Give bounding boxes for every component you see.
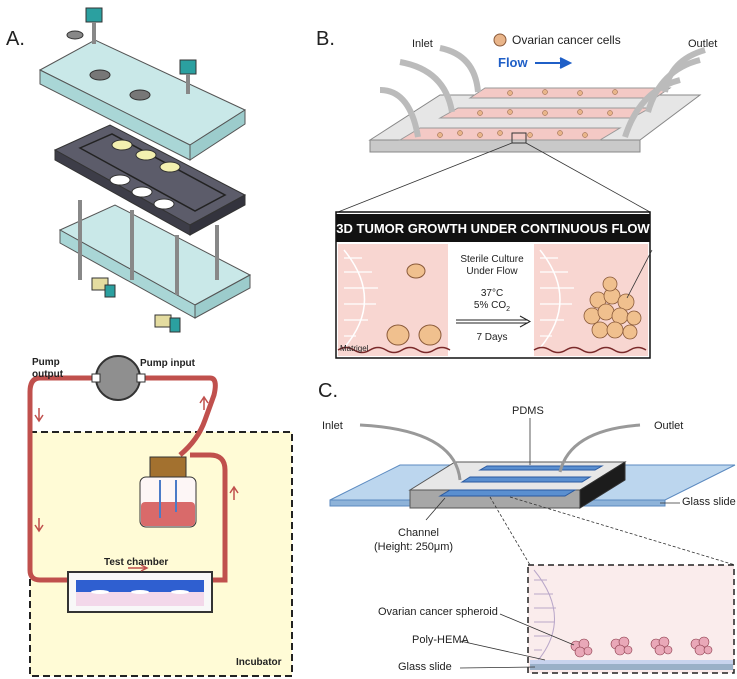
pump-output-label: Pump output: [32, 357, 64, 380]
well: [109, 174, 131, 186]
pdms-label: PDMS: [512, 405, 544, 417]
cancer-cell-icon: [406, 263, 426, 279]
temperature-label: 37°C: [480, 288, 504, 299]
flow-arrow-icon: [128, 564, 149, 572]
flow-label: Flow: [498, 55, 528, 70]
polyhema-label: Poly-HEMA: [412, 634, 469, 646]
channel: [438, 489, 577, 497]
pump-input-label: Pump input: [140, 358, 195, 369]
outlet-tube: [662, 47, 706, 93]
inlet-label: Inlet: [322, 420, 343, 432]
well: [135, 149, 157, 161]
days-label: 7 Days: [476, 332, 508, 343]
co2-label: 5% CO2: [456, 300, 528, 313]
incubator-label: Incubator: [236, 657, 282, 668]
clamp-knob-icon: [154, 314, 172, 328]
reservoir-cap: [149, 456, 187, 478]
glass-slide-layer: [530, 664, 733, 670]
pump-icon: [95, 355, 141, 401]
pdms-device-diagram: [329, 418, 736, 674]
channel: [478, 465, 604, 471]
culture-line-1: Sterile Culture: [460, 254, 524, 265]
process-arrow-icon: [456, 315, 532, 328]
channel-height-label: (Height: 250μm): [374, 541, 454, 553]
panel-c-label: C.: [318, 380, 338, 402]
well: [131, 186, 153, 198]
inset-banner: 3D TUMOR GROWTH UNDER CONTINUOUS FLOW: [336, 214, 650, 242]
inlet-tube: [439, 45, 481, 93]
wing-nut-icon: [89, 69, 111, 81]
channel: [468, 87, 672, 99]
cancer-cell-icon: [493, 33, 507, 47]
test-chamber-label: Test chamber: [104, 557, 169, 568]
channel: [460, 476, 592, 483]
inlet-tube: [399, 59, 455, 113]
inlet-label: Inlet: [412, 38, 433, 50]
inlet-tube: [379, 87, 421, 138]
cancer-cell-icon: [418, 324, 442, 346]
well: [111, 139, 133, 151]
flow-circuit-diagram: [27, 355, 293, 677]
glass-slide-label: Glass slide: [682, 496, 736, 508]
spheroid: [570, 636, 713, 658]
outlet-tube: [558, 423, 641, 473]
matrigel-label: Matrigel: [340, 344, 369, 353]
inlet-tube: [359, 423, 462, 481]
matrigel-layer: [337, 346, 451, 354]
glass-slide-bottom-label: Glass slide: [398, 661, 452, 673]
flow-arrow-icon: [34, 408, 44, 423]
well: [159, 161, 181, 173]
wing-nut-icon: [129, 89, 151, 101]
channel-inset: [527, 564, 735, 674]
clamp-knob-icon: [179, 59, 197, 75]
channel: [398, 127, 622, 141]
co2-subscript: 2: [506, 306, 511, 313]
well: [153, 198, 175, 210]
clamp-knob-icon: [91, 277, 109, 291]
cancer-cell-icon: [386, 324, 410, 346]
clamp-knob-icon: [85, 7, 103, 23]
outlet-label: Outlet: [688, 38, 718, 50]
outlet-label: Outlet: [654, 420, 684, 432]
channel-label: Channel: [398, 527, 439, 539]
polyhema-layer: [530, 660, 733, 664]
flow-arrow-icon: [34, 518, 44, 533]
panel-b-label: B.: [316, 28, 335, 50]
culture-line-2: Under Flow: [466, 266, 518, 277]
flow-arrow-icon: [199, 395, 209, 410]
flow-arrow-icon: [535, 57, 573, 69]
co2-text: 5% CO: [473, 300, 507, 311]
tumor-spheroid: [583, 276, 642, 340]
outlet-tube: [622, 77, 681, 138]
flow-arrow-icon: [229, 485, 239, 500]
tubing-path: [27, 375, 97, 583]
cancer-cells-legend: Ovarian cancer cells: [512, 33, 621, 47]
exploded-chamber-diagram: [38, 7, 252, 333]
spheroid-label: Ovarian cancer spheroid: [378, 606, 498, 618]
panel-a-label: A.: [6, 28, 25, 50]
